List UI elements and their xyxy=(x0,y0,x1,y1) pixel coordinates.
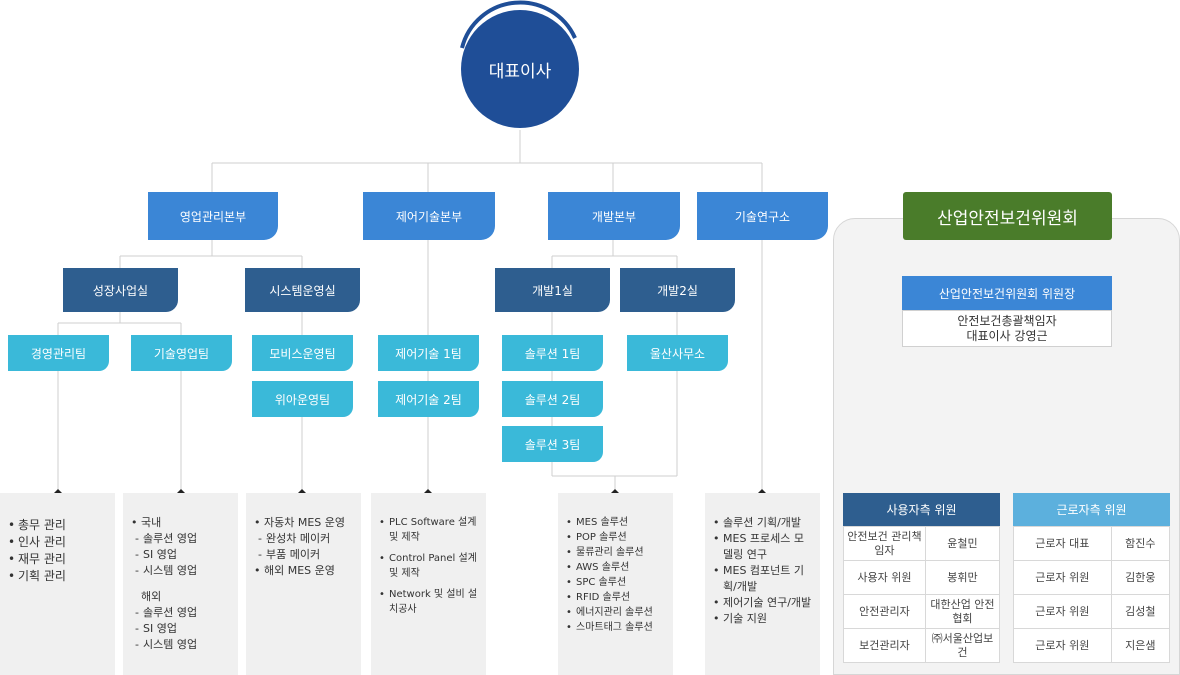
ceo-node: 대표이사 xyxy=(461,10,579,128)
division-tech-lab: 기술연구소 xyxy=(697,192,828,240)
panel-subitem: SI 영업 xyxy=(131,547,232,563)
panel-system-ops: 자동차 MES 운영 완성차 메이커 부품 메이커 해외 MES 운영 xyxy=(246,493,361,675)
panel-item: 제어기술 연구/개발 xyxy=(713,595,814,611)
panel-subitem: SI 영업 xyxy=(131,621,232,637)
panel-item: 인사 관리 xyxy=(8,534,109,551)
division-control-hq: 제어기술본부 xyxy=(363,192,495,240)
table-row: 근로자 대표 함진수 xyxy=(1013,526,1171,561)
team-solution1: 솔루션 1팀 xyxy=(502,335,603,371)
table-row: 안전보건 관리책임자 윤철민 xyxy=(843,526,1001,561)
panel-subitem: 솔루션 영업 xyxy=(131,605,232,621)
team-control1: 제어기술 1팀 xyxy=(378,335,479,371)
panel-item: POP 솔루션 xyxy=(566,530,667,545)
panel-item: 해외 MES 운영 xyxy=(254,563,355,579)
panel-item: 기술 지원 xyxy=(713,611,814,627)
table-row: 근로자 위원 김성철 xyxy=(1013,594,1171,629)
panel-tech-sales: 국내 솔루션 영업 SI 영업 시스템 영업 해외 솔루션 영업 SI 영업 시… xyxy=(123,493,238,675)
table-cell-name: 봉휘만 xyxy=(924,560,1001,595)
panel-item: MES 컴포넌트 기획/개발 xyxy=(713,563,814,595)
panel-item-overseas: 해외 xyxy=(141,590,162,603)
panel-item: MES 프로세스 모델링 연구 xyxy=(713,531,814,563)
panel-subitem: 시스템 영업 xyxy=(131,637,232,653)
panel-item: PLC Software 설계 및 제작 xyxy=(379,515,480,545)
chair-role: 안전보건총괄책임자 xyxy=(957,314,1057,328)
panel-item: SPC 솔루션 xyxy=(566,575,667,590)
panel-item: 솔루션 기획/개발 xyxy=(713,515,814,531)
office-growth: 성장사업실 xyxy=(63,268,178,312)
team-ulsan: 울산사무소 xyxy=(627,335,728,371)
panel-item: RFID 솔루션 xyxy=(566,590,667,605)
table-cell-role: 근로자 위원 xyxy=(1013,560,1112,595)
committee-chair-info: 안전보건총괄책임자 대표이사 강영근 xyxy=(902,310,1112,347)
panel-subitem: 시스템 영업 xyxy=(131,563,232,579)
table-cell-name: ㈜서울산업보건 xyxy=(924,628,1001,663)
panel-subitem: 완성차 메이커 xyxy=(254,531,355,547)
office-dev2: 개발2실 xyxy=(620,268,735,312)
panel-biz-mgmt: 총무 관리 인사 관리 재무 관리 기획 관리 xyxy=(0,493,115,675)
worker-committee-table: 근로자 대표 함진수 근로자 위원 김한웅 근로자 위원 김성철 근로자 위원 … xyxy=(1013,526,1171,663)
panel-item: 총무 관리 xyxy=(8,517,109,534)
panel-control: PLC Software 설계 및 제작 Control Panel 설계 및 … xyxy=(371,493,486,675)
table-cell-role: 안전관리자 xyxy=(843,594,926,629)
office-system-ops: 시스템운영실 xyxy=(245,268,360,312)
ceo-ring-decoration xyxy=(460,0,577,49)
panel-item: 기획 관리 xyxy=(8,568,109,585)
table-cell-name: 함진수 xyxy=(1110,526,1171,561)
office-dev1: 개발1실 xyxy=(495,268,610,312)
table-cell-name: 김성철 xyxy=(1110,594,1171,629)
table-cell-name: 지은샘 xyxy=(1110,628,1171,663)
table-cell-name: 김한웅 xyxy=(1110,560,1171,595)
table-cell-name: 대한산업 안전협회 xyxy=(924,594,1001,629)
panel-tech-lab: 솔루션 기획/개발 MES 프로세스 모델링 연구 MES 컴포넌트 기획/개발… xyxy=(705,493,820,675)
table-row: 보건관리자 ㈜서울산업보건 xyxy=(843,628,1001,663)
table-row: 사용자 위원 봉휘만 xyxy=(843,560,1001,595)
panel-item: 에너지관리 솔루션 xyxy=(566,605,667,620)
team-mobis-ops: 모비스운영팀 xyxy=(252,335,353,371)
team-wia-ops: 위아운영팀 xyxy=(252,381,353,417)
team-tech-sales: 기술영업팀 xyxy=(131,335,232,371)
panel-item: MES 솔루션 xyxy=(566,515,667,530)
panel-solution: MES 솔루션 POP 솔루션 물류관리 솔루션 AWS 솔루션 SPC 솔루션… xyxy=(558,493,673,675)
table-cell-role: 보건관리자 xyxy=(843,628,926,663)
table-row: 안전관리자 대한산업 안전협회 xyxy=(843,594,1001,629)
panel-item: 자동차 MES 운영 xyxy=(254,515,355,531)
panel-item: 재무 관리 xyxy=(8,551,109,568)
team-control2: 제어기술 2팀 xyxy=(378,381,479,417)
employer-committee-header: 사용자측 위원 xyxy=(843,493,1000,526)
table-cell-name: 윤철민 xyxy=(924,526,1001,561)
table-row: 근로자 위원 지은샘 xyxy=(1013,628,1171,663)
table-cell-role: 안전보건 관리책임자 xyxy=(843,526,926,561)
table-cell-role: 근로자 대표 xyxy=(1013,526,1112,561)
team-solution3: 솔루션 3팀 xyxy=(502,426,603,462)
team-solution2: 솔루션 2팀 xyxy=(502,381,603,417)
table-row: 근로자 위원 김한웅 xyxy=(1013,560,1171,595)
table-cell-role: 사용자 위원 xyxy=(843,560,926,595)
table-cell-role: 근로자 위원 xyxy=(1013,628,1112,663)
panel-subitem: 부품 메이커 xyxy=(254,547,355,563)
panel-item-domestic: 국내 xyxy=(131,515,232,531)
team-biz-mgmt: 경영관리팀 xyxy=(8,335,109,371)
panel-item: Control Panel 설계 및 제작 xyxy=(379,551,480,581)
division-dev-hq: 개발본부 xyxy=(548,192,680,240)
division-sales-hq: 영업관리본부 xyxy=(148,192,278,240)
panel-item: 스마트태그 솔루션 xyxy=(566,620,667,635)
panel-subitem: 솔루션 영업 xyxy=(131,531,232,547)
committee-chair-title: 산업안전보건위원회 위원장 xyxy=(902,276,1112,310)
table-cell-role: 근로자 위원 xyxy=(1013,594,1112,629)
employer-committee-table: 안전보건 관리책임자 윤철민 사용자 위원 봉휘만 안전관리자 대한산업 안전협… xyxy=(843,526,1001,663)
chair-name: 대표이사 강영근 xyxy=(966,329,1048,343)
panel-item: Network 및 설비 설치공사 xyxy=(379,587,480,617)
worker-committee-header: 근로자측 위원 xyxy=(1013,493,1170,526)
panel-item: AWS 솔루션 xyxy=(566,560,667,575)
safety-committee-title: 산업안전보건위원회 xyxy=(903,192,1112,240)
panel-item: 물류관리 솔루션 xyxy=(566,545,667,560)
